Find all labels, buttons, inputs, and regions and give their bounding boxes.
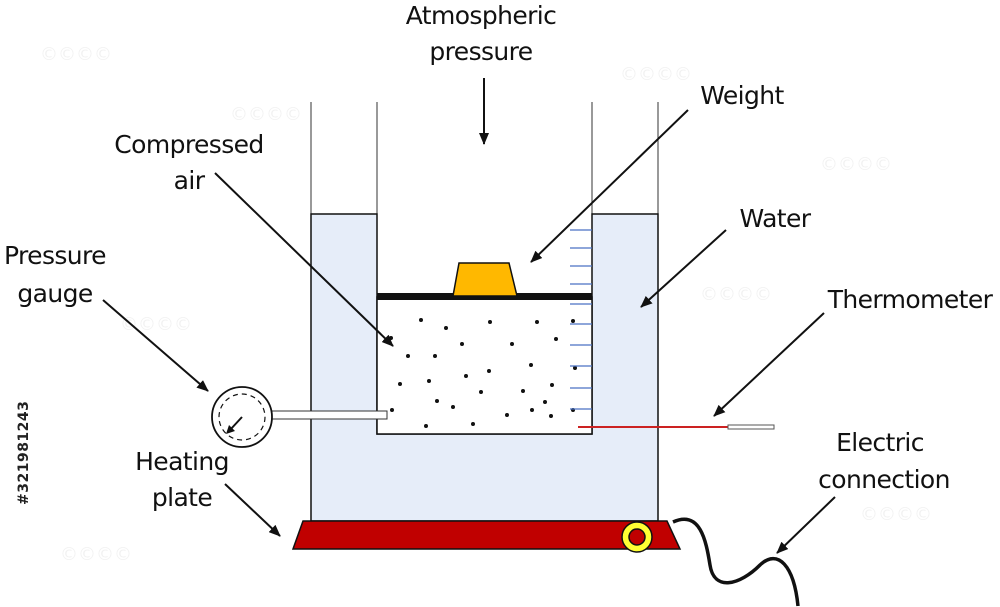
pressure-gauge-label-1: Pressure: [4, 241, 106, 270]
thermometer: [578, 424, 775, 430]
electric-connection-label-1: Electric: [836, 428, 924, 457]
pressure-gauge-arrow: [102, 299, 209, 392]
svg-text:©©©©: ©©©©: [820, 154, 892, 175]
svg-text:©©©©: ©©©©: [620, 64, 692, 85]
air-chamber: [376, 296, 593, 435]
label-arrows: [102, 78, 836, 554]
svg-text:©©©©: ©©©©: [860, 504, 932, 525]
stock-id: #321981243: [16, 401, 32, 505]
thermometer-label: Thermometer: [827, 285, 994, 314]
thermometer-arrow: [713, 312, 825, 417]
power-connector-icon: [621, 521, 653, 553]
labels: Atmospheric pressure Weight Compressed a…: [4, 1, 994, 512]
compressed-air-label-2: air: [174, 166, 206, 195]
water-arrow: [640, 229, 727, 308]
svg-text:©©©©: ©©©©: [230, 104, 302, 125]
weight-arrow: [530, 109, 689, 263]
heating-plate-label-2: plate: [152, 483, 213, 512]
electric-connection-label-2: connection: [818, 465, 950, 494]
pressure-gauge-label-2: gauge: [17, 279, 93, 308]
svg-text:©©©©: ©©©©: [40, 44, 112, 65]
volume-scale: [570, 229, 592, 410]
heating-plate: [291, 520, 682, 550]
air-particles: [389, 318, 577, 428]
compressed-air-arrow: [214, 172, 394, 347]
svg-text:©©©©: ©©©©: [700, 284, 772, 305]
svg-text:©©©©: ©©©©: [60, 544, 132, 565]
electric-arrow: [776, 496, 836, 554]
heating-plate-label-1: Heating: [135, 447, 229, 476]
electric-cable: [672, 517, 800, 607]
compressed-air-label-1: Compressed: [114, 130, 263, 159]
dial-gauge-icon: [211, 386, 273, 448]
atmospheric-label-2: pressure: [429, 37, 532, 66]
weight-label: Weight: [700, 81, 784, 110]
heating-plate-arrow: [224, 483, 281, 537]
atmospheric-label-1: Atmospheric: [406, 1, 557, 30]
water-label: Water: [740, 204, 812, 233]
gauge-tube: [269, 410, 388, 420]
weight-block: [452, 262, 518, 297]
